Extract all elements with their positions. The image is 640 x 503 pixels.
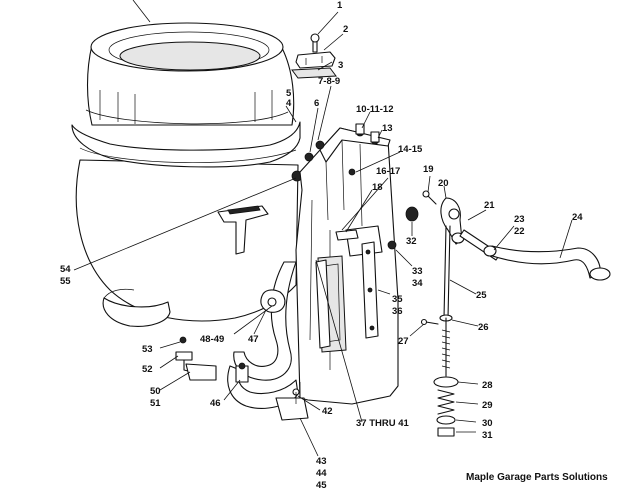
callout-16-17: 16-17 [376, 166, 400, 177]
nut-31-icon [437, 427, 455, 437]
credit-text: Maple Garage Parts Solutions [466, 472, 608, 483]
callout-25: 25 [476, 290, 487, 301]
callout-55: 55 [60, 276, 71, 287]
crank-handle-24 [485, 245, 601, 279]
mixing-bowl [71, 22, 303, 327]
callout-29: 29 [482, 400, 493, 411]
callout-22: 22 [514, 226, 525, 237]
bracket-assembly [291, 33, 337, 79]
callout-51: 51 [150, 398, 161, 409]
callout-43: 43 [316, 456, 327, 467]
callout-34: 34 [412, 278, 423, 289]
callout-labels: 1 2 3 7-8-9 5 4 6 10-11-12 13 14-15 16-1… [60, 0, 583, 491]
spacer-32-icon [405, 206, 419, 222]
bowl-band [71, 121, 301, 168]
callout-27: 27 [398, 336, 409, 347]
callout-26: 26 [478, 322, 489, 333]
callout-31: 31 [482, 430, 493, 441]
bracket-2-icon [295, 51, 336, 69]
callout-30: 30 [482, 418, 493, 429]
bowl-handle [217, 205, 269, 255]
callout-52: 52 [142, 364, 153, 375]
bracket-43-icon [275, 397, 309, 421]
bolt-7-icon [315, 140, 325, 150]
slide-plates [315, 240, 397, 349]
screw-53-icon [179, 336, 187, 344]
yoke-arm [233, 261, 297, 381]
callout-3: 3 [338, 60, 343, 71]
lever-52-icon [175, 351, 193, 361]
callout-19: 19 [423, 164, 434, 175]
spring-29-icon [437, 389, 455, 415]
slide-bar-37-icon [315, 259, 331, 349]
callout-53: 53 [142, 344, 153, 355]
callout-1: 1 [337, 0, 343, 11]
callout-20: 20 [438, 178, 449, 189]
rod-25 [443, 225, 451, 319]
callout-2: 2 [343, 24, 348, 35]
callout-35: 35 [392, 294, 403, 305]
callout-54: 54 [60, 264, 71, 275]
plate-50-icon [185, 363, 217, 381]
washer-28-icon [433, 376, 459, 388]
pin-27-icon [425, 321, 439, 325]
callout-32: 32 [406, 236, 417, 247]
bowl-interior [119, 41, 261, 71]
bolt-33-icon [387, 240, 397, 250]
callout-14-15: 14-15 [398, 144, 423, 155]
callout-33: 33 [412, 266, 423, 277]
callout-4: 4 [286, 98, 292, 109]
callout-37-thru-41: 37 THRU 41 [356, 418, 410, 429]
callout-5: 5 [286, 88, 292, 99]
callout-50: 50 [150, 386, 161, 397]
leader-lines [73, 0, 573, 457]
callout-10-11-12: 10-11-12 [356, 104, 394, 115]
callout-7-8-9: 7-8-9 [318, 76, 340, 87]
washer-30-icon [436, 415, 456, 425]
callout-23: 23 [514, 214, 525, 225]
callout-13: 13 [382, 123, 393, 134]
callout-36: 36 [392, 306, 403, 317]
bracket-16-icon [335, 229, 359, 241]
screw-19-icon [427, 195, 437, 205]
callout-48-49: 48-49 [200, 334, 224, 345]
callout-44: 44 [316, 468, 327, 479]
plate-3-icon [291, 67, 337, 79]
callout-47: 47 [248, 334, 259, 345]
callout-18: 18 [372, 182, 383, 193]
callout-6: 6 [314, 98, 319, 109]
callout-45: 45 [316, 480, 327, 491]
callout-24: 24 [572, 212, 583, 223]
callout-46: 46 [210, 398, 221, 409]
bowl-foot [102, 297, 171, 327]
bolt-6-icon [304, 152, 314, 162]
callout-28: 28 [482, 380, 493, 391]
callout-21: 21 [484, 200, 495, 211]
callout-42: 42 [322, 406, 333, 417]
